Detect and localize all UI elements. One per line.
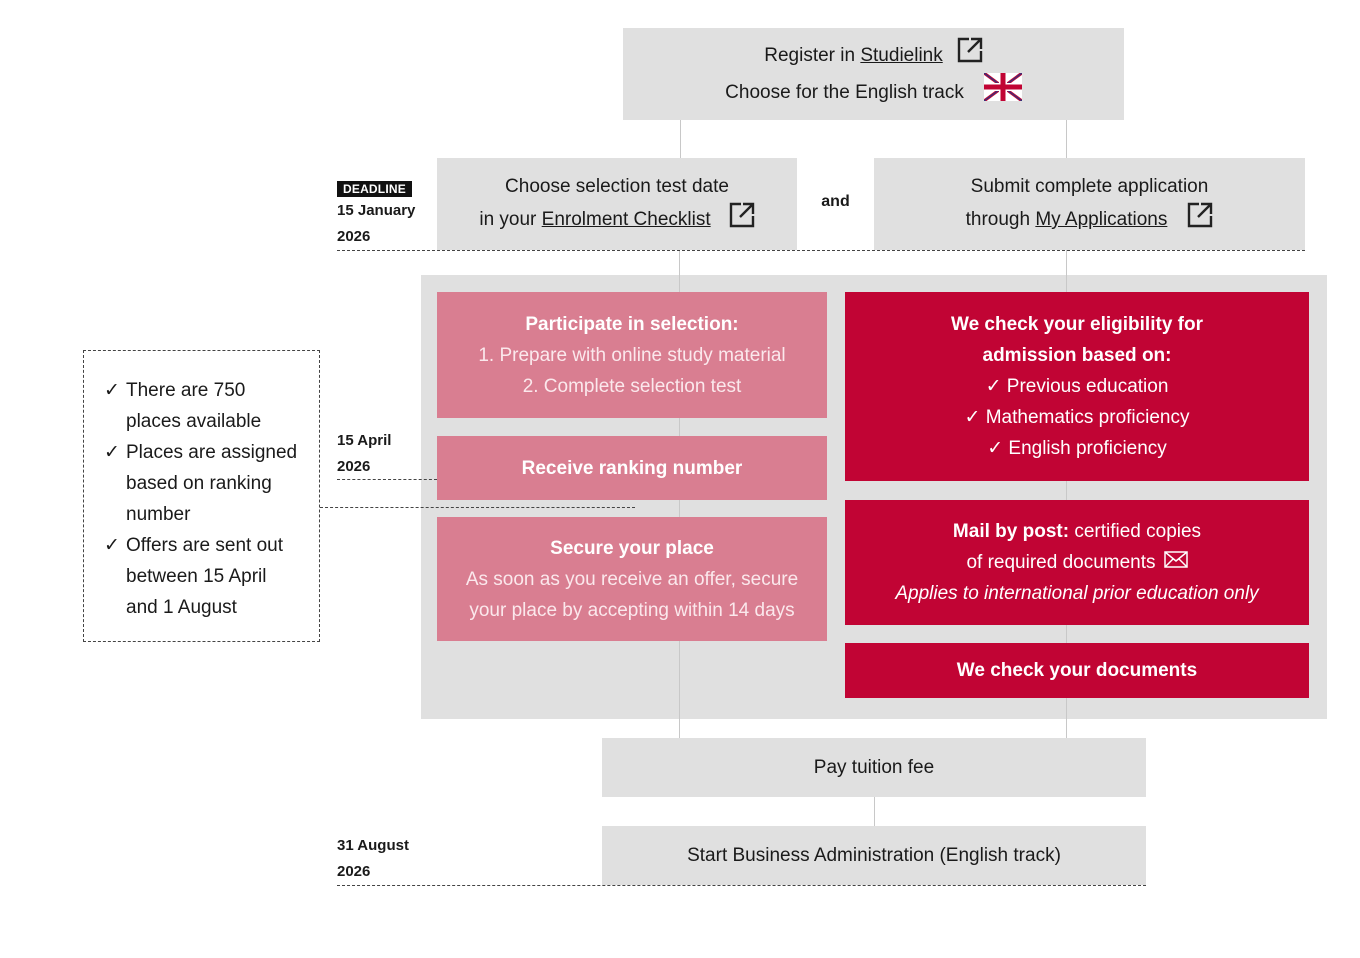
eligibility-title-1: We check your eligibility for — [951, 314, 1203, 335]
studielink-link[interactable]: Studielink — [860, 44, 943, 66]
deadline-date-day: 15 January — [337, 202, 416, 219]
ranking-date-year: 2026 — [337, 458, 371, 475]
register-box: Register in Studielink Choose for the En… — [623, 28, 1124, 120]
test-date-box: Choose selection test date in your Enrol… — [437, 158, 797, 250]
eligibility-item: ✓ Mathematics proficiency — [965, 402, 1190, 433]
eligibility-item-label: English proficiency — [1008, 438, 1167, 459]
notes-line: There are 750 — [126, 380, 246, 401]
envelope-icon — [1163, 547, 1188, 578]
connector-right-3 — [1066, 698, 1067, 738]
connector-left-2 — [679, 500, 680, 517]
submit-title: Submit complete application — [970, 175, 1209, 197]
secure-line-1: As soon as you receive an offer, secure — [465, 568, 799, 590]
start-programme-box: Start Business Administration (English t… — [602, 826, 1146, 885]
participate-box: Participate in selection: 1. Prepare wit… — [437, 292, 827, 418]
register-english-track: Choose for the English track — [725, 81, 964, 103]
ranking-label: Receive ranking number — [521, 457, 743, 479]
test-date-prefix: in your — [479, 209, 542, 230]
connector-left-1 — [679, 418, 680, 436]
uk-flag-icon — [982, 71, 1023, 111]
notes-line: and 1 August — [126, 597, 237, 618]
eligibility-box: We check your eligibility for admission … — [845, 292, 1309, 481]
connector-right-1 — [1066, 481, 1067, 500]
deadline-badge: DEADLINE — [337, 181, 412, 197]
eligibility-title-2: admission based on: — [982, 345, 1172, 366]
ranking-date-day: 15 April — [337, 432, 392, 449]
connector-left-mid — [679, 250, 680, 292]
notes-line: based on ranking — [126, 473, 272, 494]
eligibility-item: ✓ Previous education — [986, 371, 1169, 402]
ranking-date: 15 April 2026 — [337, 428, 432, 480]
participate-title: Participate in selection: — [525, 313, 739, 335]
external-link-icon[interactable] — [1187, 202, 1213, 238]
ranking-box: Receive ranking number — [437, 436, 827, 500]
mail-line-3: Applies to international prior education… — [895, 583, 1259, 604]
mail-line-2: of required documents — [966, 552, 1156, 573]
notes-item: ✓ Offers are sent out between 15 April and … — [104, 530, 309, 623]
mail-bold-label: Mail by post: — [952, 521, 1070, 542]
deadline-label: DEADLINE 15 January 2026 — [337, 180, 437, 250]
eligibility-item: ✓ English proficiency — [987, 433, 1167, 464]
eligibility-item-label: Previous education — [1006, 376, 1169, 397]
mail-box: Mail by post: certified copies of requir… — [845, 500, 1309, 625]
connector-right-top — [1066, 120, 1067, 158]
and-connector: and — [821, 193, 850, 210]
secure-line-2: your place by accepting within 14 days — [469, 599, 795, 621]
external-link-icon[interactable] — [957, 37, 983, 73]
deadline-divider — [337, 250, 1305, 251]
notes-box: ✓ There are 750 places available ✓ Places a… — [83, 350, 320, 642]
start-date: 31 August 2026 — [337, 833, 447, 885]
check-icon: ✓ — [985, 376, 1007, 397]
submit-prefix: through — [965, 209, 1036, 230]
start-label: Start Business Administration (English t… — [687, 845, 1061, 866]
ranking-date-divider — [337, 479, 437, 480]
eligibility-item-label: Mathematics proficiency — [985, 407, 1190, 428]
check-icon: ✓ — [987, 438, 1009, 459]
notes-item: ✓ There are 750 places available — [104, 375, 309, 437]
participate-step-1: 1. Prepare with online study material — [478, 344, 786, 366]
notes-connector — [320, 507, 635, 508]
start-date-year: 2026 — [337, 863, 371, 880]
secure-title: Secure your place — [550, 537, 714, 559]
mail-line-1: certified copies — [1069, 521, 1202, 542]
enrolment-checklist-link[interactable]: Enrolment Checklist — [541, 209, 711, 230]
test-date-title: Choose selection test date — [505, 175, 729, 197]
start-divider — [337, 885, 1146, 886]
check-documents-label: We check your documents — [956, 660, 1198, 681]
notes-line: Offers are sent out — [126, 535, 284, 556]
tuition-box: Pay tuition fee — [602, 738, 1146, 797]
register-prefix: Register in — [764, 44, 861, 66]
notes-line: number — [126, 504, 191, 525]
connector-left-top — [680, 120, 681, 158]
tuition-label: Pay tuition fee — [813, 757, 935, 778]
check-icon: ✓ — [104, 380, 120, 401]
participate-step-2: 2. Complete selection test — [522, 375, 742, 397]
my-applications-link[interactable]: My Applications — [1035, 209, 1168, 230]
start-date-day: 31 August — [337, 837, 409, 854]
deadline-date-year: 2026 — [337, 228, 371, 245]
check-documents-box: We check your documents — [845, 643, 1309, 698]
secure-place-box: Secure your place As soon as you receive… — [437, 517, 827, 641]
notes-line: between 15 April — [126, 566, 267, 587]
notes-line: places available — [126, 411, 262, 432]
submit-application-box: Submit complete application through My A… — [874, 158, 1305, 250]
notes-item: ✓ Places are assigned based on ranking numb… — [104, 437, 309, 530]
connector-right-mid — [1066, 250, 1067, 292]
check-icon: ✓ — [104, 535, 120, 556]
connector-left-3 — [679, 641, 680, 738]
notes-line: Places are assigned — [126, 442, 298, 463]
connector-right-2 — [1066, 625, 1067, 643]
check-icon: ✓ — [964, 407, 986, 428]
external-link-icon[interactable] — [729, 202, 755, 238]
check-icon: ✓ — [104, 442, 120, 463]
connector-tuition — [874, 797, 875, 826]
